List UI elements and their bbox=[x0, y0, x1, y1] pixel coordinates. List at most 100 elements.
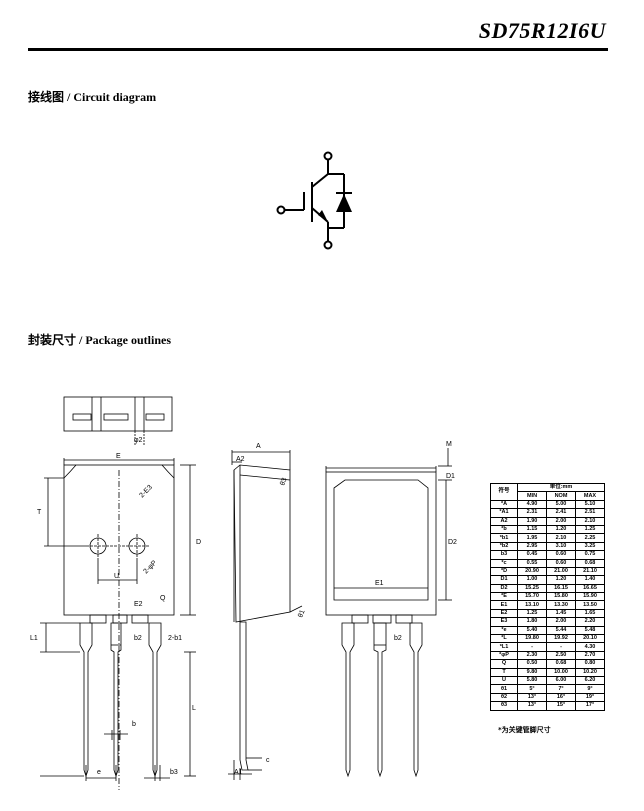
table-cell: 9° bbox=[575, 684, 605, 694]
table-cell: 15.80 bbox=[546, 592, 576, 602]
table-cell: b3 bbox=[490, 550, 518, 560]
table-cell: 10.20 bbox=[575, 667, 605, 678]
table-cell: 0.68 bbox=[546, 659, 576, 669]
table-cell: *b1 bbox=[490, 533, 518, 543]
label-L: L bbox=[192, 705, 196, 712]
label-E2: E2 bbox=[134, 601, 143, 608]
table-cell: 13.30 bbox=[546, 600, 576, 610]
label-U: U bbox=[114, 573, 119, 580]
table-cell: 17° bbox=[575, 701, 605, 711]
table-cell: - bbox=[517, 642, 547, 652]
table-cell: 0.75 bbox=[575, 550, 605, 560]
table-cell: *φP bbox=[490, 650, 518, 661]
label-A2: A2 bbox=[236, 456, 245, 463]
table-cell: *E bbox=[490, 592, 518, 602]
table-cell: *D bbox=[490, 566, 518, 577]
table-cell: 5° bbox=[517, 684, 547, 694]
label-2phiP: 2-φP bbox=[142, 559, 158, 575]
table-cell: θ1 bbox=[490, 684, 518, 694]
table-cell: 3.25 bbox=[575, 541, 605, 552]
table-cell: 15.70 bbox=[517, 592, 547, 602]
label-2E3: 2-E3 bbox=[138, 484, 153, 499]
table-cell: 1.20 bbox=[546, 524, 576, 535]
table-cell: *e bbox=[490, 625, 518, 636]
table-cell: 15.90 bbox=[575, 592, 605, 602]
table-cell: 5.48 bbox=[575, 625, 605, 636]
table-cell: 10.00 bbox=[546, 667, 576, 678]
table-cell: 2.25 bbox=[575, 533, 605, 543]
table-cell: A2 bbox=[490, 516, 518, 526]
table-cell: 4.90 bbox=[517, 499, 547, 510]
label-L1: L1 bbox=[30, 635, 38, 642]
label-c: c bbox=[266, 757, 270, 764]
table-cell: 20.90 bbox=[517, 566, 547, 577]
part-number-title: SD75R12I6U bbox=[478, 18, 606, 43]
table-cell: D2 bbox=[490, 583, 518, 594]
table-cell: *L bbox=[490, 634, 518, 644]
table-cell: 13.10 bbox=[517, 600, 547, 610]
label-theta3: θ3 bbox=[279, 477, 288, 487]
table-cell: E1 bbox=[490, 600, 518, 610]
table-cell: 19° bbox=[575, 692, 605, 703]
table-cell: 13° bbox=[517, 692, 547, 703]
table-cell: 2.95 bbox=[517, 541, 547, 552]
table-cell: 0.50 bbox=[517, 659, 547, 669]
table-cell: 2.20 bbox=[575, 617, 605, 627]
table-cell: 7° bbox=[546, 684, 576, 694]
table-cell: 13.50 bbox=[575, 600, 605, 610]
package-title-cn: 封装尺寸 bbox=[28, 333, 77, 347]
table-cell: 1.25 bbox=[517, 608, 547, 619]
table-cell: 1.65 bbox=[575, 608, 605, 619]
table-cell: 1.90 bbox=[517, 516, 547, 526]
label-D: D bbox=[196, 539, 201, 546]
circuit-title-cn: 接线图 bbox=[28, 90, 65, 104]
table-cell: 0.68 bbox=[575, 558, 605, 568]
table-cell: 2.31 bbox=[517, 508, 547, 518]
table-cell: 2.30 bbox=[517, 650, 547, 661]
symbol-header: 符号 bbox=[490, 483, 518, 501]
table-cell: 5.40 bbox=[517, 625, 547, 636]
table-cell: 2.50 bbox=[546, 650, 576, 661]
table-cell: 3.10 bbox=[546, 541, 576, 552]
package-title-en: / Package outlines bbox=[76, 333, 172, 347]
table-cell: 19.92 bbox=[546, 634, 576, 644]
label-E: E bbox=[116, 453, 121, 460]
label-theta1: θ1 bbox=[297, 609, 306, 619]
table-cell: 19.80 bbox=[517, 634, 547, 644]
table-cell: 13° bbox=[517, 701, 547, 711]
label-A: A bbox=[256, 443, 261, 450]
table-cell: 5.80 bbox=[517, 675, 547, 686]
label-phi2: φ2 bbox=[134, 437, 143, 444]
label-b3: b3 bbox=[170, 769, 178, 776]
table-cell: 1.40 bbox=[575, 575, 605, 585]
table-cell: 21.00 bbox=[546, 566, 576, 577]
label-E1: E1 bbox=[375, 580, 384, 587]
label-T: T bbox=[37, 509, 42, 516]
table-cell: 0.80 bbox=[575, 659, 605, 669]
label-b2-back: b2 bbox=[394, 635, 402, 642]
table-row: *L1--4.30 bbox=[490, 642, 605, 652]
table-cell: *A1 bbox=[490, 508, 518, 518]
table-cell: 6.20 bbox=[575, 675, 605, 686]
table-cell: 16.65 bbox=[575, 583, 605, 594]
col-header-min: MIN bbox=[517, 491, 547, 501]
key-dimension-note: *为关键管脚尺寸 bbox=[498, 726, 551, 734]
table-cell: *b2 bbox=[490, 541, 518, 552]
table-cell: D1 bbox=[490, 575, 518, 585]
